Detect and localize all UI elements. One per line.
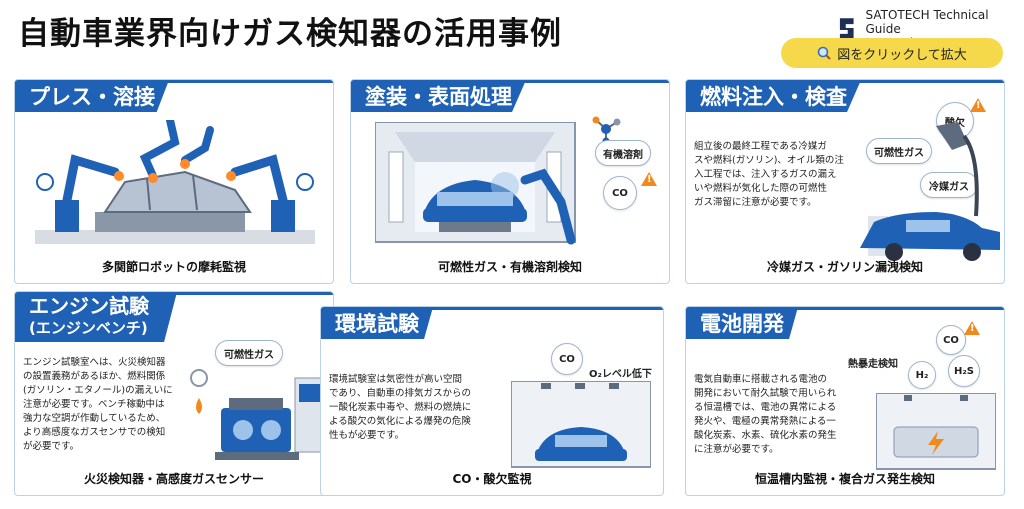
zoom-button[interactable]: 図をクリックして拡大 (781, 38, 1003, 68)
card-title: 電池開発 (686, 307, 798, 339)
card-battery-development: 電池開発 電気自動車に搭載される電池の 開発において耐久試験で用いられ る恒温槽… (685, 306, 1005, 496)
warning-icon (964, 321, 980, 335)
card-title: プレス・溶接 (15, 80, 169, 112)
desc-line: る恒温槽では、電池の異常による (694, 402, 837, 413)
desc-line: 電気自動車に搭載される電池の (694, 374, 828, 385)
card-description: 組立後の最終工程である冷媒ガ スや燃料(ガソリン)、オイル類の注 入工程では、注… (694, 140, 852, 210)
card-description: 電気自動車に搭載される電池の 開発において耐久試験で用いられ る恒温槽では、電池… (694, 373, 862, 457)
desc-line: であり、自動車の排気ガスからの (329, 388, 472, 399)
card-title-sub: (エンジンベンチ) (29, 319, 148, 337)
card-header (15, 80, 333, 112)
gas-bubble-co: CO (936, 325, 966, 355)
gas-bubble-co: CO (551, 343, 583, 375)
desc-line: より高感度なガスセンサでの検知 (23, 427, 166, 438)
engine-bench-illustration (190, 369, 328, 460)
gas-bubble-co: CO (603, 176, 637, 210)
paint-booth-illustration (375, 122, 576, 245)
warning-icon (641, 172, 657, 186)
card-description: 環境試験室は気密性が高い空間 であり、自動車の排気ガスからの 一酸化炭素中毒や、… (329, 373, 505, 443)
gas-bubble-refrigerant: 冷媒ガス (920, 172, 978, 198)
desc-line: 注意が必要です。ベンチ稼動中は (23, 399, 165, 410)
desc-line: 入工程では、注入するガスの漏え (694, 169, 837, 180)
thermal-runaway-label: 熱暴走検知 (848, 359, 898, 370)
gas-bubble-h2s: H₂S (948, 355, 980, 387)
desc-line: 性もが必要です。 (329, 430, 405, 441)
card-title: 環境試験 (321, 307, 433, 339)
test-chamber-illustration (511, 381, 651, 468)
card-title: 燃料注入・検査 (686, 80, 861, 112)
welding-robots-illustration (35, 120, 315, 244)
desc-line: ガス滞留に注意が必要です。 (694, 197, 817, 208)
card-header (321, 307, 663, 339)
card-caption: 恒温槽内監視・複合ガス発生検知 (754, 472, 935, 486)
desc-line: いや燃料が気化した際の可燃性 (694, 183, 828, 194)
card-caption: 多関節ロボットの摩耗監視 (101, 260, 246, 274)
desc-line: 発火や、電極の異常発熱による一 (694, 416, 836, 427)
desc-line: の設置義務があるほか、燃料関係 (23, 371, 166, 382)
card-painting: 塗装・表面処理 有機溶剤 CO 可燃性ガス・有機溶剤検知 (350, 79, 670, 284)
desc-line: (ガソリン・エタノール)の漏えいに (23, 385, 173, 396)
card-caption: 冷媒ガス・ガソリン漏洩検知 (766, 260, 923, 274)
card-caption: 火災検知器・高感度ガスセンサー (83, 472, 264, 486)
desc-line: よる酸欠の気化による爆発の危険 (329, 416, 471, 427)
card-description: エンジン試験室へは、火災検知器 の設置義務があるほか、燃料関係 (ガソリン・エタ… (23, 356, 183, 454)
card-fuel-inspection: 燃料注入・検査 組立後の最終工程である冷媒ガ スや燃料(ガソリン)、オイル類の注… (685, 79, 1005, 284)
oxygen-low-label: O₂レベル低下 (589, 369, 652, 380)
desc-line: エンジン試験室へは、火災検知器 (23, 357, 166, 368)
desc-line: に注意が必要です。 (694, 444, 779, 455)
desc-line: 強力な空調が作動しているため、 (23, 413, 166, 424)
card-caption: CO・酸欠監視 (452, 472, 532, 486)
page-title: 自動車業界向けガス検知器の活用事例 (18, 16, 562, 52)
card-title-main: エンジン試験 (29, 294, 149, 318)
gas-bubble-flammable: 可燃性ガス (215, 340, 283, 366)
desc-line: 酸化炭素、水素、硫化水素の発生 (694, 430, 837, 441)
desc-line: 組立後の最終工程である冷媒ガ (694, 141, 827, 152)
card-title: 塗装・表面処理 (351, 80, 526, 112)
card-environment-test: 環境試験 環境試験室は気密性が高い空間 であり、自動車の排気ガスからの 一酸化炭… (320, 306, 664, 496)
zoom-label: 図をクリックして拡大 (837, 47, 967, 63)
card-caption: 可燃性ガス・有機溶剤検知 (437, 260, 582, 274)
card-title: エンジン試験 (エンジンベンチ) (15, 292, 177, 342)
desc-line: 一酸化炭素中毒や、燃料の燃焼に (329, 402, 472, 413)
brand-name: SATOTECH Technical Guide (865, 8, 989, 36)
desc-line: が必要です。 (23, 441, 80, 452)
thermostatic-chamber-illustration (876, 393, 996, 470)
magnifier-icon (817, 46, 831, 60)
desc-line: スや燃料(ガソリン)、オイル類の注 (694, 155, 844, 166)
desc-line: 開発において耐久試験で用いられ (694, 388, 837, 399)
desc-line: 環境試験室は気密性が高い空間 (329, 374, 463, 385)
gas-bubble-solvent: 有機溶剤 (595, 140, 651, 166)
gas-bubble-flammable: 可燃性ガス (866, 138, 932, 164)
warning-icon (970, 98, 986, 112)
card-header (686, 307, 1004, 339)
card-press-welding: プレス・溶接 多関節ロボットの摩耗監視 (14, 79, 334, 284)
satotech-logo-icon (839, 18, 854, 40)
card-engine-test: エンジン試験 (エンジンベンチ) エンジン試験室へは、火災検知器 の設置義務があ… (14, 291, 334, 496)
gas-bubble-h2: H₂ (908, 361, 936, 389)
fuel-station-illustration (860, 122, 1000, 261)
